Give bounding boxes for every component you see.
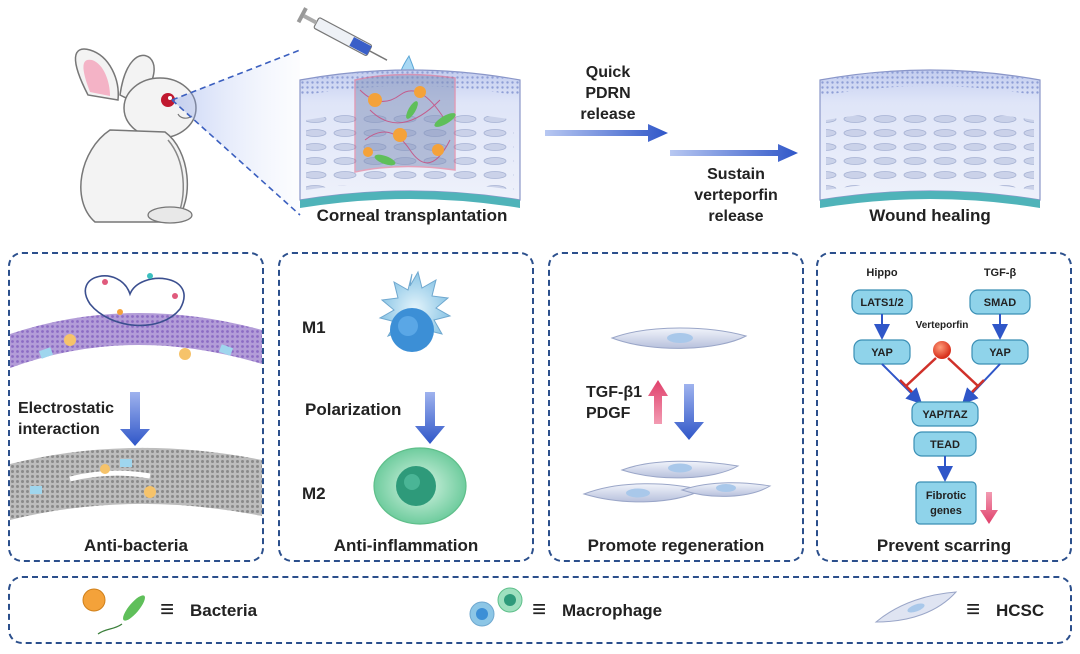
panel-anti-inflammation (278, 252, 534, 562)
syringe-icon (296, 7, 388, 61)
panel-promote-regeneration (548, 252, 804, 562)
up-arrow-icon (648, 380, 668, 424)
panel-anti-bacteria (8, 252, 264, 562)
down-red-arrow-icon (980, 492, 998, 524)
legend-box (8, 576, 1072, 644)
hippo-label: Hippo (866, 267, 897, 279)
m2-macrophage-icon (373, 447, 467, 525)
corneal-transplantation-label: Corneal transplantation (316, 206, 508, 225)
rabbit-illustration (74, 48, 197, 224)
legend-bacteria-label: Bacteria (190, 601, 258, 620)
equals-icon: ≡ (966, 596, 981, 623)
hcsc-cell-icon (620, 460, 740, 479)
bacteria-icon (82, 588, 145, 635)
regeneration-illustration (582, 327, 772, 503)
beam-line (171, 49, 301, 101)
beam-line (171, 99, 301, 216)
down-arrow-icon (120, 392, 150, 446)
equals-icon: ≡ (532, 596, 547, 623)
down-arrow-icon (415, 392, 445, 444)
panel-prevent-scarring (816, 252, 1072, 562)
smad-label: SMAD (984, 297, 1016, 309)
m1-macrophage-icon (378, 270, 452, 352)
cornea-block-right (819, 69, 1041, 208)
yaptaz-box (911, 401, 979, 427)
legend-hcsc-label: HCSC (996, 601, 1045, 620)
fibrotic-label-2: genes (930, 505, 962, 517)
verteporfin-label: Verteporfin (916, 320, 969, 331)
yaptaz-label: YAP/TAZ (922, 409, 968, 421)
wound-healing-label: Wound healing (869, 206, 991, 225)
legend-macrophage-label: Macrophage (562, 601, 663, 620)
tead-label: TEAD (930, 439, 960, 451)
yap-label-right: YAP (989, 347, 1011, 359)
yap-label-left: YAP (871, 347, 893, 359)
polarization-label: Polarization (305, 400, 402, 419)
down-arrow-icon (674, 384, 704, 440)
tgfb-label: TGF-β (984, 267, 1017, 279)
m2-label: M2 (302, 484, 326, 503)
anti-inflammation-illustration (373, 270, 467, 525)
hcsc-cell-icon (874, 591, 958, 623)
quick-release-arrow (545, 124, 668, 142)
hcsc-cell-icon (610, 327, 748, 349)
fibrotic-label-1: Fibrotic (926, 490, 966, 502)
anti-bacteria-caption: Anti-bacteria (84, 536, 188, 555)
hcsc-cell-icon (680, 482, 772, 497)
cornea-block-left (299, 69, 521, 208)
anti-inflammation-caption: Anti-inflammation (333, 536, 479, 555)
prevent-scarring-caption: Prevent scarring (876, 536, 1012, 555)
equals-icon: ≡ (160, 596, 175, 623)
m1-label: M1 (302, 318, 326, 337)
fibrotic-genes-box (915, 481, 977, 525)
scarring-pathway-diagram: Hippo TGF-β LATS1/2 SMAD YAP YAP Vertepo… (851, 267, 1031, 525)
legend-icons (82, 587, 958, 635)
verteporfin-icon (933, 341, 951, 359)
sustain-release-arrow (670, 144, 798, 162)
macrophage-icon (469, 587, 523, 627)
view-beam (172, 50, 300, 215)
promote-regeneration-caption: Promote regeneration (587, 536, 765, 555)
lats-label: LATS1/2 (860, 297, 903, 309)
top-illustration (74, 7, 1041, 224)
anti-bacteria-illustration (10, 273, 262, 520)
hcsc-cell-icon (582, 483, 704, 503)
